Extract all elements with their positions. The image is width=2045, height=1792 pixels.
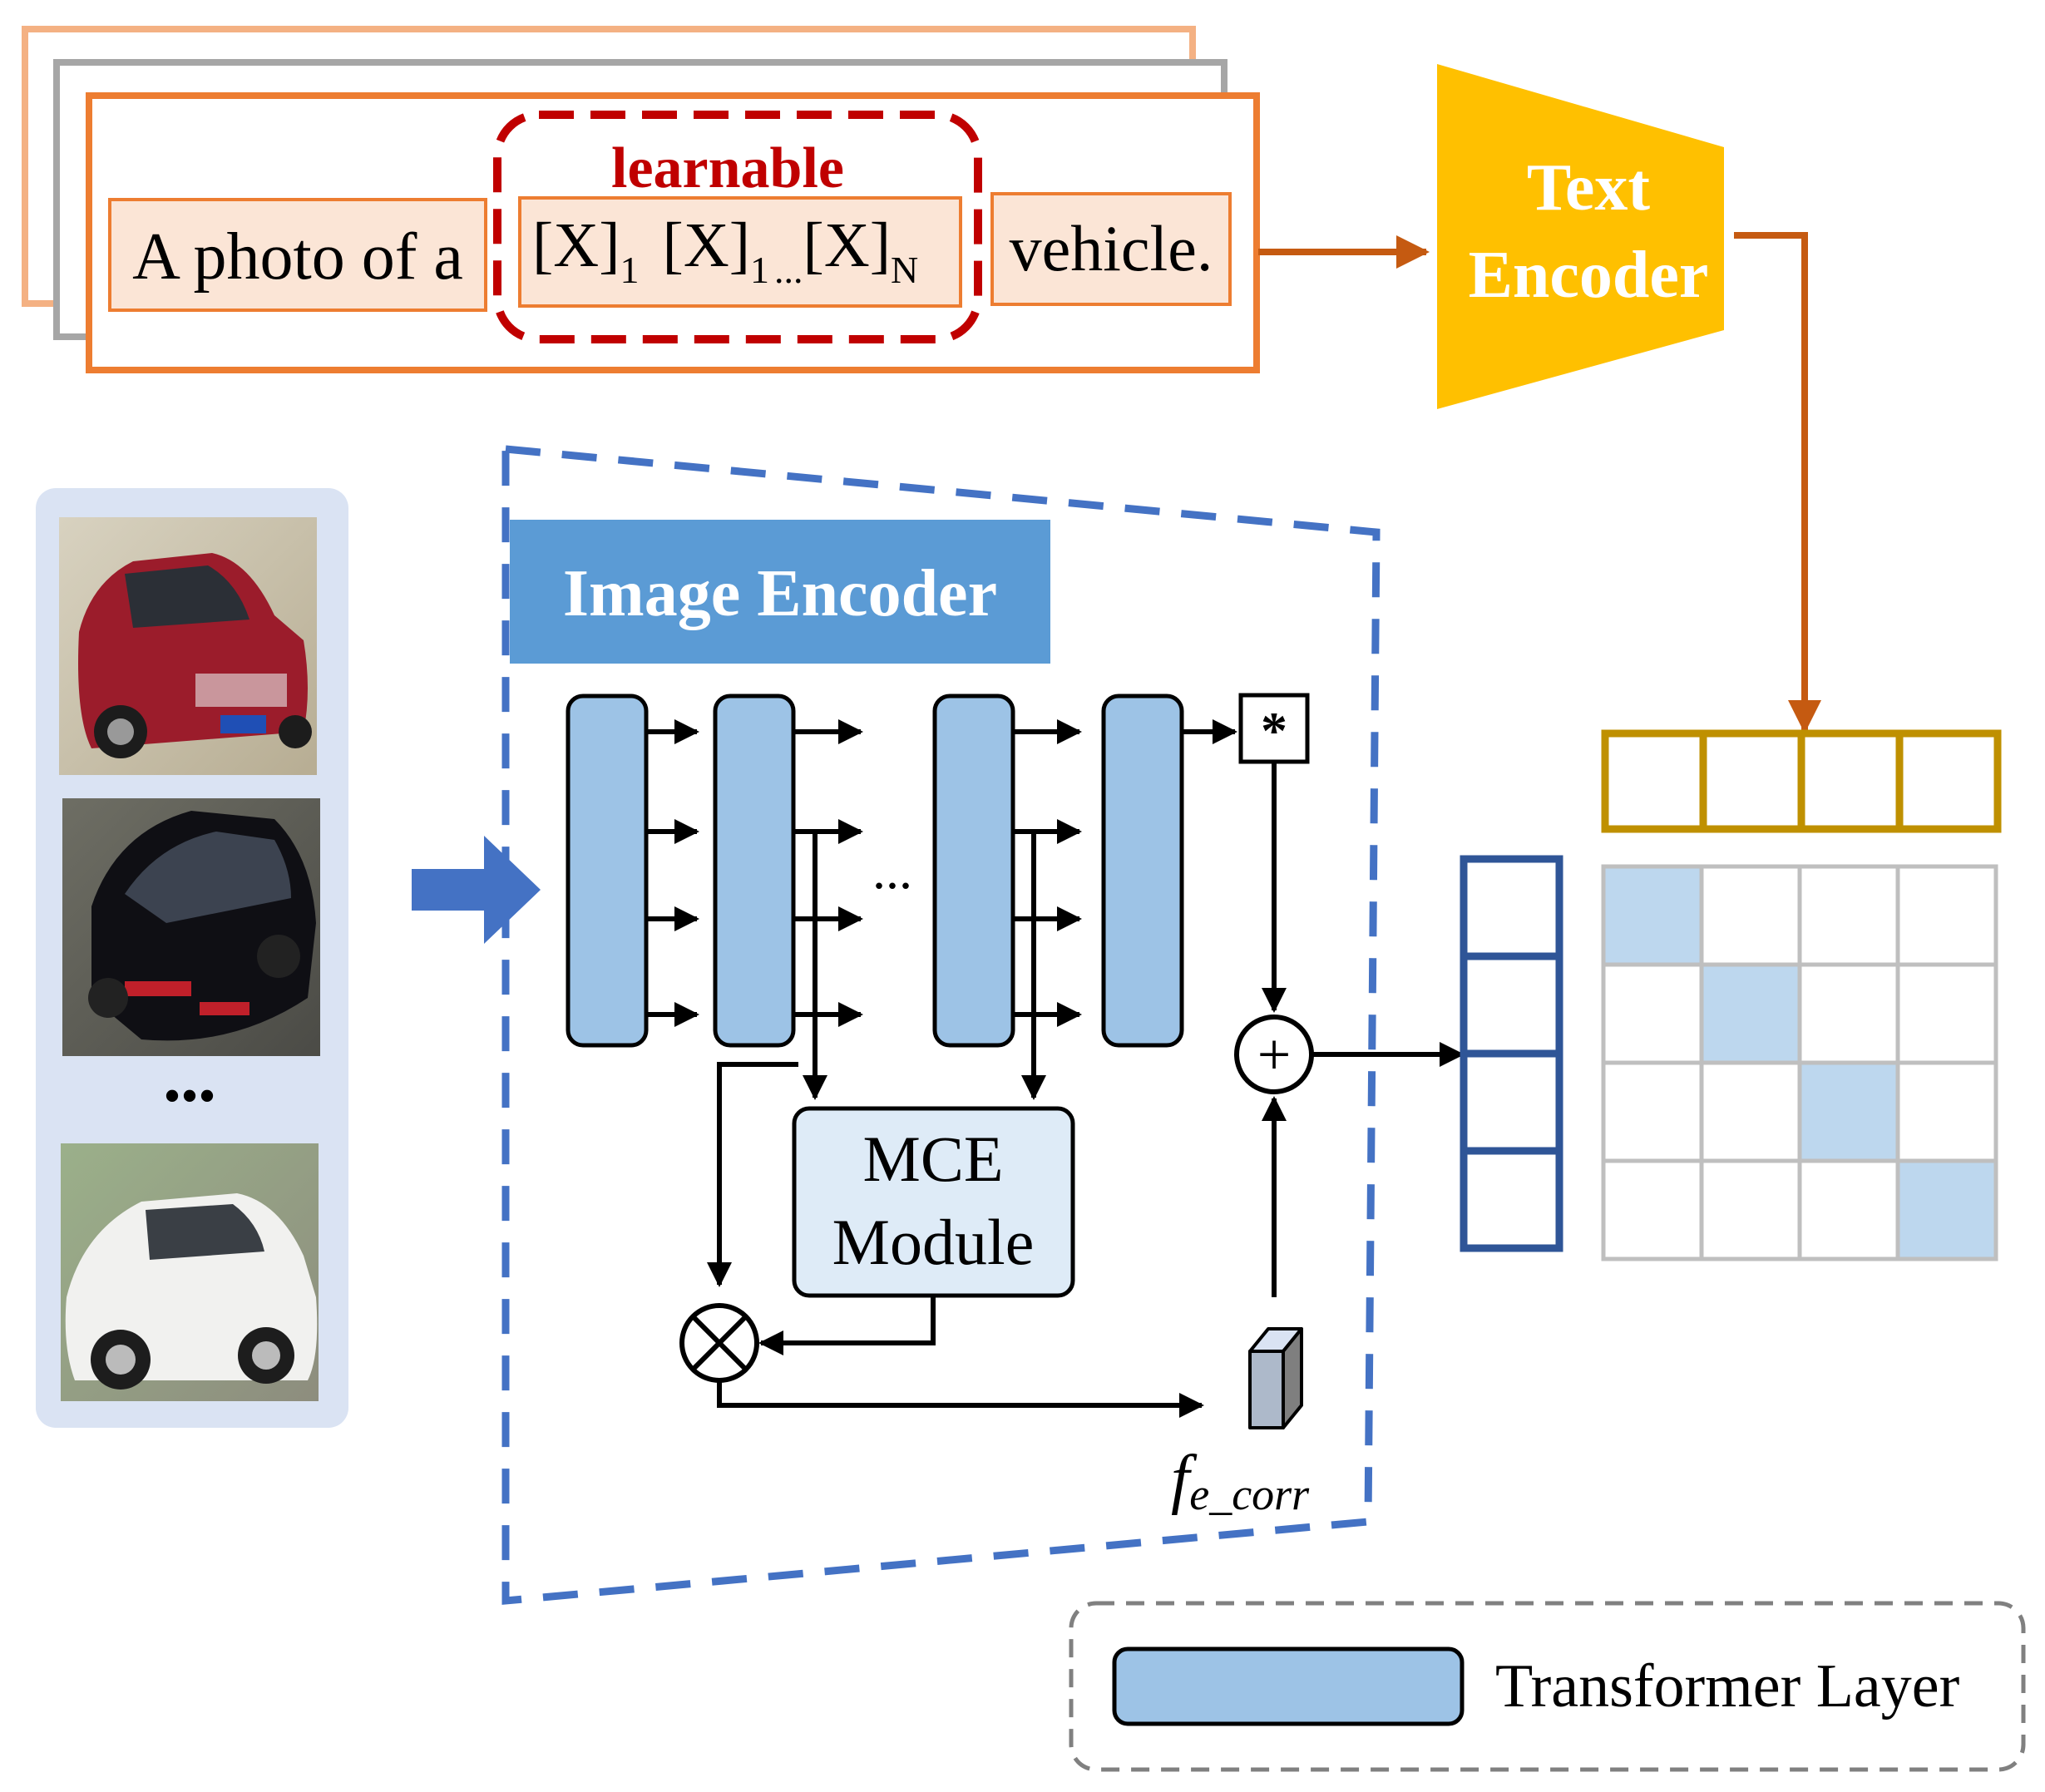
- vehicle-photo-2: [62, 798, 320, 1056]
- image-feature-column: [1460, 855, 1563, 1252]
- layers-ellipsis: ...: [872, 841, 912, 900]
- learnable-label: learnable: [611, 136, 844, 200]
- transformer-layer-1: [566, 694, 649, 1048]
- text-encoder: Text Encoder: [1437, 64, 1724, 409]
- learnable-tokens: [X]1[X]1...[X]N: [532, 210, 918, 291]
- feature-label: fe_corr: [1171, 1443, 1310, 1519]
- suffix-token-box: [990, 192, 1232, 306]
- image-encoder: Image Encoder ...: [501, 445, 1381, 1605]
- input-arrow: [412, 836, 541, 944]
- feature-label-sub: e_corr: [1189, 1469, 1310, 1519]
- image-encoder-boundary: [501, 445, 1381, 1605]
- layer-3-outputs: [1013, 719, 1082, 1027]
- mce-to-multiply-arrow: [758, 1296, 936, 1355]
- vehicle-image-panel: •••: [36, 488, 348, 1428]
- multiply-to-feature-arrow: [717, 1380, 1204, 1418]
- layer-2-outputs: [793, 719, 863, 1027]
- text-encoder-to-features-arrow: [1734, 232, 1821, 733]
- token-x1: [X]: [532, 210, 620, 280]
- token-sub2: 1: [750, 249, 769, 291]
- star-op-box: [1238, 693, 1310, 764]
- similarity-matrix: [1601, 864, 1998, 1261]
- text-encoder-line1: Text: [1527, 151, 1651, 225]
- transformer-layer-3: [932, 694, 1015, 1048]
- token-x2: [X]: [663, 210, 751, 280]
- sum-symbol: +: [1257, 1021, 1292, 1088]
- legend-frame: [1069, 1601, 2026, 1772]
- image-encoder-title-band: [510, 520, 1050, 664]
- learnable-token-box: [518, 196, 962, 308]
- transformer-layer-4: [1101, 694, 1184, 1048]
- token-subN: N: [891, 249, 918, 291]
- star-op-symbol: *: [1261, 701, 1287, 760]
- text-encoder-line2: Encoder: [1469, 239, 1709, 312]
- multiply-symbol-b: [691, 1315, 748, 1371]
- vehicle-photo-3: [61, 1143, 319, 1401]
- mce-line1: MCE: [862, 1123, 1003, 1195]
- mce-line2: Module: [832, 1206, 1035, 1278]
- text-feature-row: [1601, 729, 2002, 833]
- transformer-layer-2: [713, 694, 796, 1048]
- learnable-region: [493, 111, 982, 343]
- layer-1-outputs: [646, 719, 699, 1027]
- mce-input-taps: [707, 832, 1046, 1287]
- prefix-text: A photo of a: [132, 220, 463, 294]
- image-encoder-title: Image Encoder: [563, 557, 997, 630]
- token-x3: [X]: [803, 210, 892, 280]
- token-dots: ...: [774, 249, 803, 291]
- suffix-text: vehicle.: [1010, 212, 1213, 284]
- token-sub1: 1: [620, 249, 640, 291]
- feature-cube: [1248, 1327, 1303, 1429]
- prefix-token-box: [108, 198, 487, 312]
- legend-label: Transformer Layer: [1495, 1652, 1959, 1720]
- prompt-stack: A photo of a learnable [X]1[X]1...[X]N v…: [22, 26, 1260, 373]
- legend-swatch: [1112, 1646, 1465, 1726]
- vehicle-photo-1: [59, 517, 317, 775]
- gallery-ellipsis: •••: [163, 1069, 215, 1123]
- text-encoder-shape: [1437, 64, 1724, 409]
- legend: Transformer Layer: [1069, 1601, 2026, 1772]
